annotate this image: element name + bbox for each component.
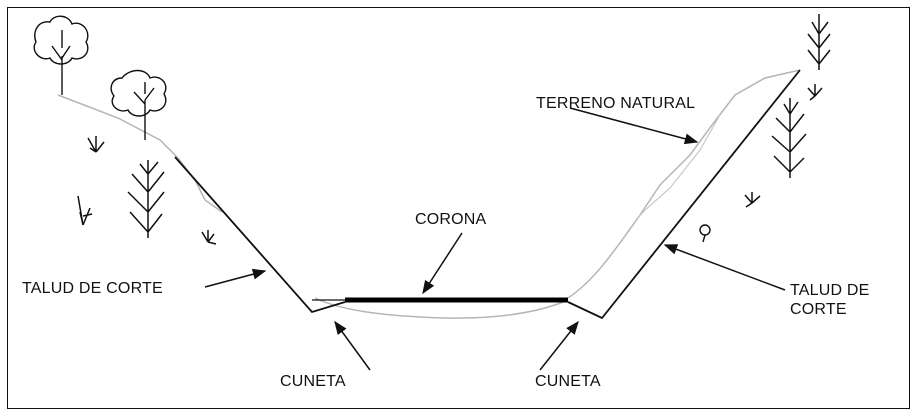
label-talud-de-corte-left: TALUD DE CORTE [22, 280, 163, 297]
tree-icon [110, 69, 167, 140]
natural-terrain-bottom [314, 297, 569, 319]
tree-icon [33, 15, 89, 95]
arrow-terreno-natural [569, 107, 699, 145]
arrow-cuneta-right [539, 320, 579, 371]
grass-icon [807, 84, 823, 101]
diagram-frame [7, 7, 910, 409]
arrow-talud-left [204, 268, 267, 288]
natural-terrain-left [57, 94, 223, 213]
label-corona: CORONA [415, 211, 487, 228]
label-talud-de-corte-right: TALUD DE CORTE [790, 282, 870, 318]
grass-icon [744, 192, 761, 208]
cut-slope-right [567, 69, 801, 320]
grass-icon [77, 195, 93, 226]
label-cuneta-right: CUNETA [535, 373, 601, 390]
label-cuneta-left: CUNETA [280, 373, 346, 390]
natural-terrain-right [567, 69, 801, 299]
natural-terrain-right-inner [637, 114, 721, 219]
shrub-icon [771, 98, 807, 178]
arrow-corona [422, 232, 463, 295]
shrub-icon [127, 160, 165, 238]
grass-icon [87, 136, 105, 153]
arrow-cuneta-left [334, 320, 371, 371]
cut-slope-left [174, 156, 346, 314]
rock-icon [699, 224, 711, 243]
grass-icon [201, 230, 217, 245]
label-terreno-natural: TERRENO NATURAL [536, 95, 696, 112]
shrub-icon [807, 14, 831, 70]
arrow-talud-right [663, 244, 786, 291]
